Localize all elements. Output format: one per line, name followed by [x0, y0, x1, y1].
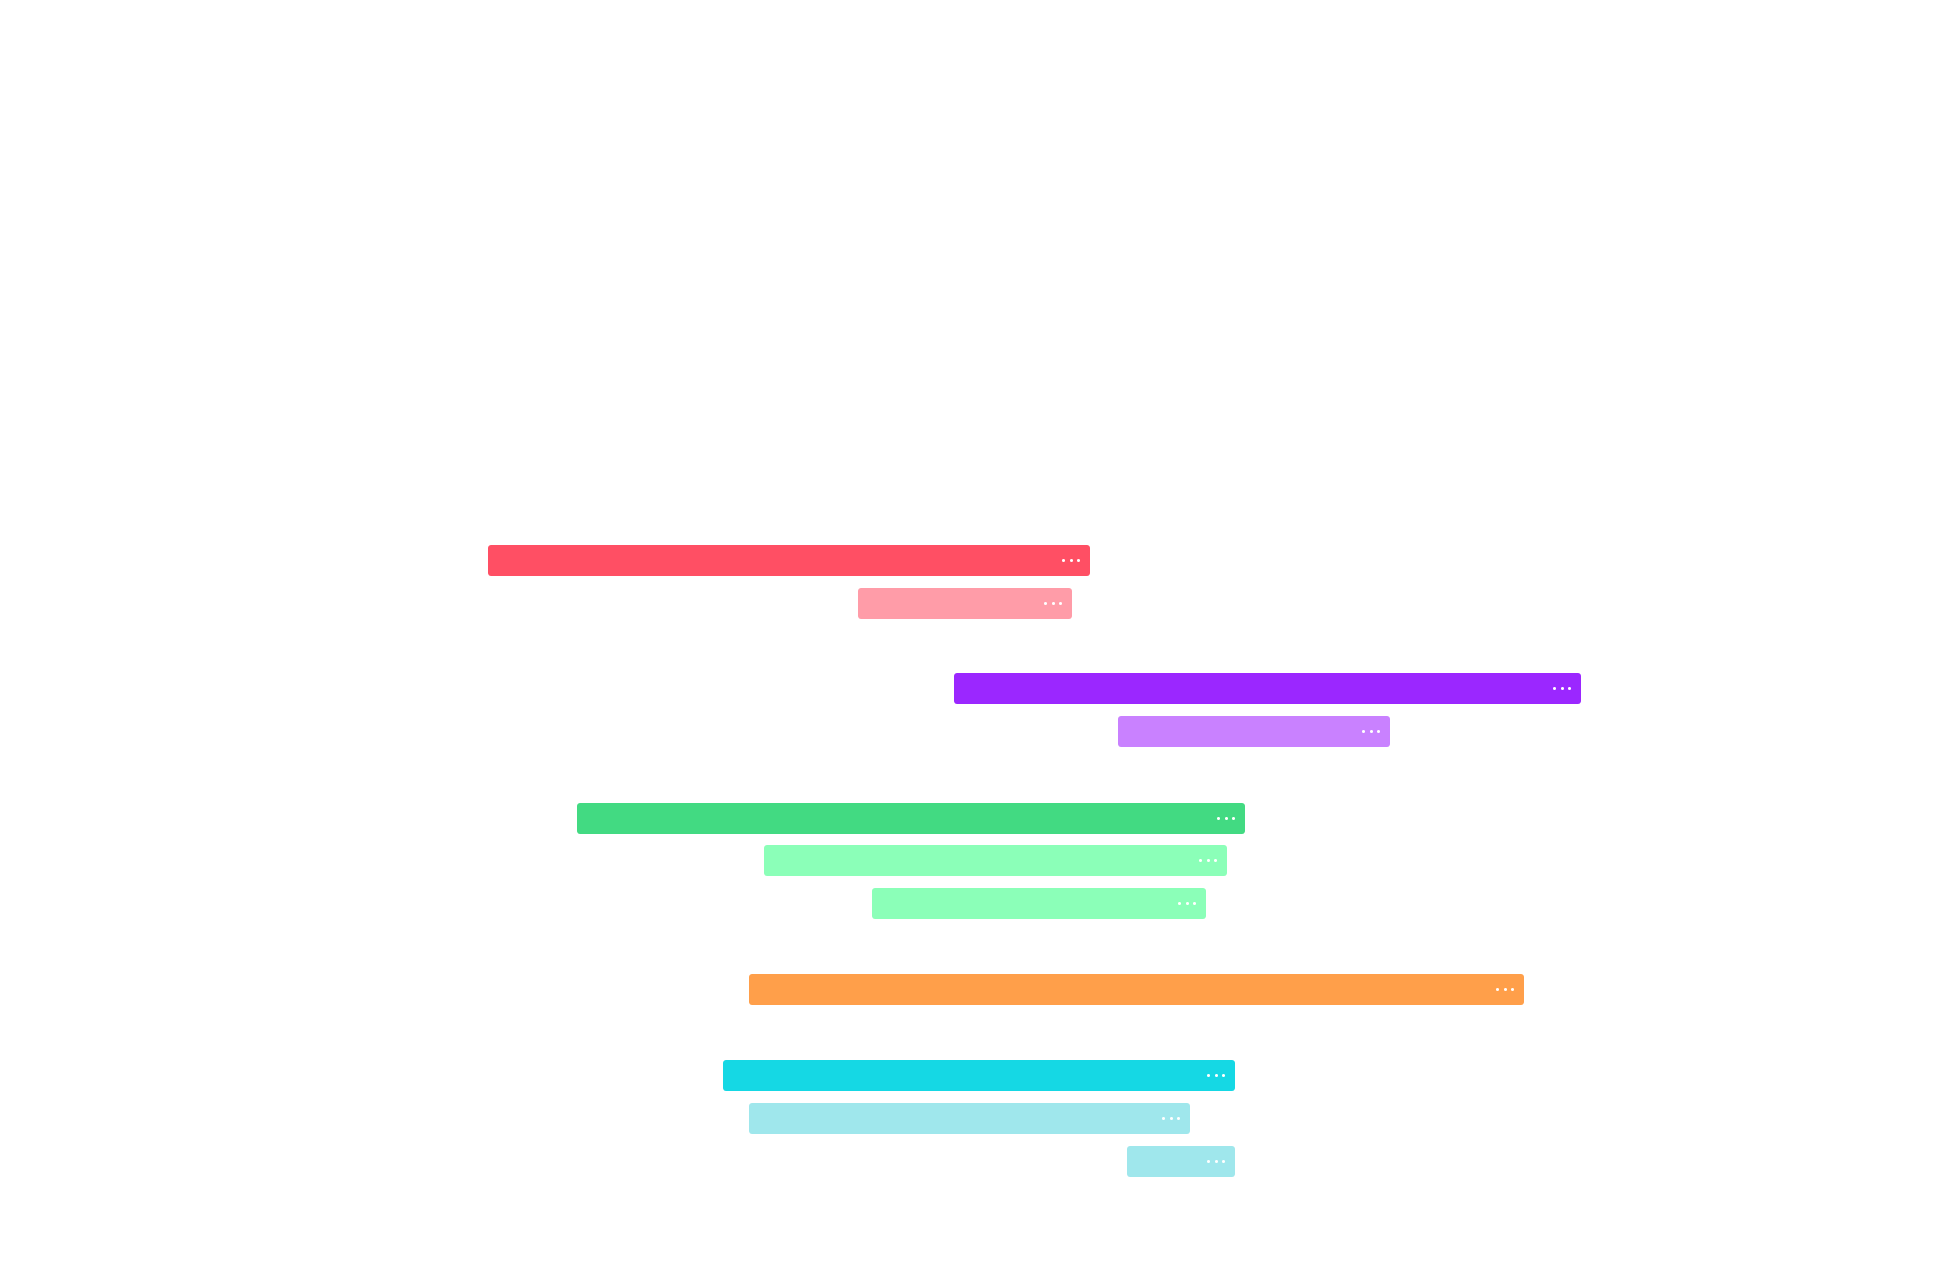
group-orange-bar-1[interactable] — [749, 974, 1524, 1005]
menu-dot — [1178, 902, 1181, 905]
menu-dot — [1362, 730, 1365, 733]
menu-dot — [1232, 817, 1235, 820]
menu-dot — [1217, 817, 1220, 820]
more-horizontal-icon[interactable] — [1207, 1060, 1225, 1091]
menu-dot — [1222, 1160, 1225, 1163]
group-green-bar-3[interactable] — [872, 888, 1206, 919]
menu-dot — [1560, 687, 1564, 690]
more-horizontal-icon[interactable] — [1207, 1146, 1225, 1177]
menu-dot — [1222, 1074, 1225, 1077]
menu-dot — [1207, 1160, 1210, 1163]
group-red-bar-1[interactable] — [488, 545, 1090, 576]
menu-dot — [1177, 1117, 1180, 1120]
more-horizontal-icon[interactable] — [1178, 888, 1196, 919]
group-green-bar-1[interactable] — [577, 803, 1245, 834]
menu-dot — [1199, 859, 1202, 862]
menu-dot — [1193, 902, 1196, 905]
more-horizontal-icon[interactable] — [1162, 1103, 1180, 1134]
menu-dot — [1568, 687, 1571, 690]
menu-dot — [1207, 1074, 1210, 1077]
group-purple-bar-1[interactable] — [954, 673, 1581, 704]
menu-dot — [1062, 559, 1065, 562]
menu-dot — [1185, 902, 1189, 905]
group-red-bar-2[interactable] — [858, 588, 1072, 619]
menu-dot — [1169, 1117, 1173, 1120]
menu-dot — [1162, 1117, 1165, 1120]
menu-dot — [1206, 859, 1210, 862]
menu-dot — [1069, 559, 1073, 562]
menu-dot — [1503, 988, 1507, 991]
menu-dot — [1077, 559, 1080, 562]
menu-dot — [1051, 602, 1055, 605]
group-cyan-bar-1[interactable] — [723, 1060, 1235, 1091]
more-horizontal-icon[interactable] — [1496, 974, 1514, 1005]
menu-dot — [1214, 859, 1217, 862]
more-horizontal-icon[interactable] — [1044, 588, 1062, 619]
group-purple-bar-2[interactable] — [1118, 716, 1390, 747]
more-horizontal-icon[interactable] — [1553, 673, 1571, 704]
menu-dot — [1369, 730, 1373, 733]
menu-dot — [1377, 730, 1380, 733]
group-cyan-bar-2[interactable] — [749, 1103, 1190, 1134]
menu-dot — [1214, 1074, 1218, 1077]
menu-dot — [1214, 1160, 1218, 1163]
menu-dot — [1059, 602, 1062, 605]
menu-dot — [1553, 687, 1556, 690]
menu-dot — [1511, 988, 1514, 991]
more-horizontal-icon[interactable] — [1199, 845, 1217, 876]
more-horizontal-icon[interactable] — [1062, 545, 1080, 576]
menu-dot — [1496, 988, 1499, 991]
more-horizontal-icon[interactable] — [1217, 803, 1235, 834]
more-horizontal-icon[interactable] — [1362, 716, 1380, 747]
menu-dot — [1224, 817, 1228, 820]
group-green-bar-2[interactable] — [764, 845, 1227, 876]
group-cyan-bar-3[interactable] — [1127, 1146, 1235, 1177]
menu-dot — [1044, 602, 1047, 605]
